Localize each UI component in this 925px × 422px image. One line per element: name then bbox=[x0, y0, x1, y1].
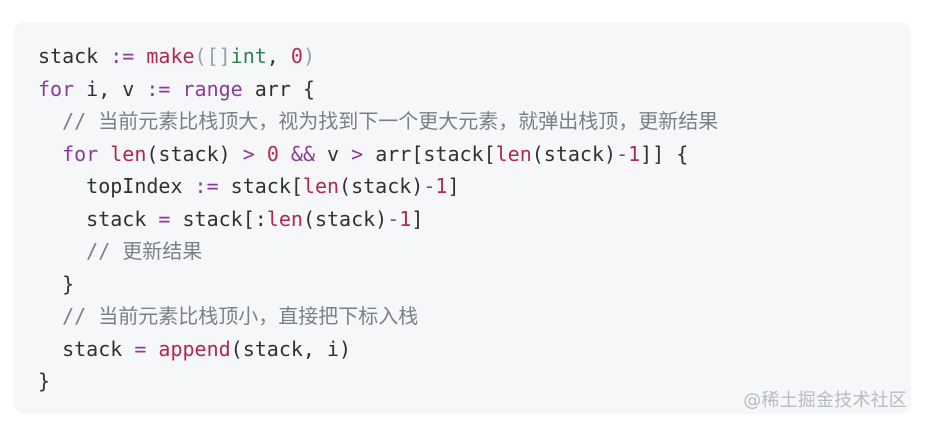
code-token: = bbox=[134, 336, 159, 361]
code-token: for bbox=[62, 141, 111, 166]
code-token: (stack) bbox=[339, 174, 424, 198]
code-token: , bbox=[266, 44, 291, 68]
code-line: topIndex := stack[len(stack)-1] bbox=[38, 170, 718, 203]
code-block: stack := make([]int, 0)for i, v := range… bbox=[14, 22, 911, 414]
code-token: len bbox=[495, 141, 532, 166]
code-token: v bbox=[327, 141, 352, 166]
code-token: 1 bbox=[435, 174, 448, 198]
code-token: // 当前元素比栈顶大，视为找到下一个更大元素，就弹出栈顶，更新结果 bbox=[38, 109, 719, 133]
code-token: i, v bbox=[86, 76, 147, 101]
code-token: topIndex bbox=[38, 174, 195, 198]
code-line: // 当前元素比栈顶小，直接把下标入栈 bbox=[38, 300, 718, 333]
code-token: stack[: bbox=[182, 206, 267, 231]
code-token: (stack, i) bbox=[230, 336, 352, 361]
code-token: = bbox=[158, 206, 183, 231]
code-line: for i, v := range arr { bbox=[38, 73, 718, 106]
code-token: stack bbox=[38, 44, 111, 68]
code-token: arr { bbox=[254, 76, 315, 101]
code-token: ] bbox=[411, 206, 424, 231]
code-token: } bbox=[38, 271, 75, 296]
code-token: > bbox=[242, 141, 267, 166]
code-line: } bbox=[38, 365, 718, 398]
code-token: ]] { bbox=[640, 141, 689, 166]
code-line: // 当前元素比栈顶大，视为找到下一个更大元素，就弹出栈顶，更新结果 bbox=[38, 105, 718, 138]
code-content: stack := make([]int, 0)for i, v := range… bbox=[38, 40, 718, 398]
code-line: // 更新结果 bbox=[38, 235, 718, 268]
code-token: make bbox=[146, 44, 195, 68]
code-token: (stack) bbox=[531, 141, 617, 166]
code-line: stack = stack[:len(stack)-1] bbox=[38, 203, 718, 236]
code-line: stack = append(stack, i) bbox=[38, 333, 718, 366]
code-token: // 当前元素比栈顶小，直接把下标入栈 bbox=[38, 304, 419, 328]
code-token: := bbox=[146, 76, 183, 101]
code-token: arr[stack[ bbox=[375, 141, 496, 166]
code-token: 1 bbox=[628, 141, 641, 166]
code-token: ) bbox=[302, 44, 315, 68]
code-token: append bbox=[158, 336, 231, 361]
code-token: - bbox=[387, 206, 400, 231]
code-token: - bbox=[616, 141, 629, 166]
code-token: len bbox=[266, 206, 303, 231]
code-token: stack[ bbox=[230, 174, 303, 198]
code-token: } bbox=[38, 369, 51, 393]
code-token: ([] bbox=[194, 44, 231, 68]
code-token: for bbox=[38, 76, 87, 101]
code-token: stack bbox=[38, 206, 159, 231]
code-line: for len(stack) > 0 && v > arr[stack[len(… bbox=[38, 138, 718, 171]
code-token bbox=[38, 142, 62, 166]
code-token: && bbox=[290, 141, 328, 166]
code-token: len bbox=[110, 141, 147, 166]
code-token: - bbox=[423, 174, 436, 198]
code-token: 1 bbox=[399, 206, 412, 231]
code-token: 0 bbox=[266, 141, 291, 166]
code-token: := bbox=[194, 174, 231, 198]
code-line: } bbox=[38, 268, 718, 301]
code-token: 0 bbox=[290, 44, 303, 68]
code-token: stack bbox=[38, 336, 135, 361]
code-token: // 更新结果 bbox=[38, 239, 203, 263]
watermark: @稀土掘金技术社区 bbox=[743, 390, 907, 411]
code-token: (stack) bbox=[302, 206, 388, 231]
code-token: ] bbox=[447, 174, 460, 198]
code-token: range bbox=[182, 76, 255, 101]
code-token: int bbox=[230, 44, 267, 68]
code-token: > bbox=[351, 141, 376, 166]
code-line: stack := make([]int, 0) bbox=[38, 40, 718, 73]
code-token: := bbox=[110, 44, 147, 68]
code-token: len bbox=[302, 174, 340, 198]
code-token: (stack) bbox=[146, 141, 243, 166]
